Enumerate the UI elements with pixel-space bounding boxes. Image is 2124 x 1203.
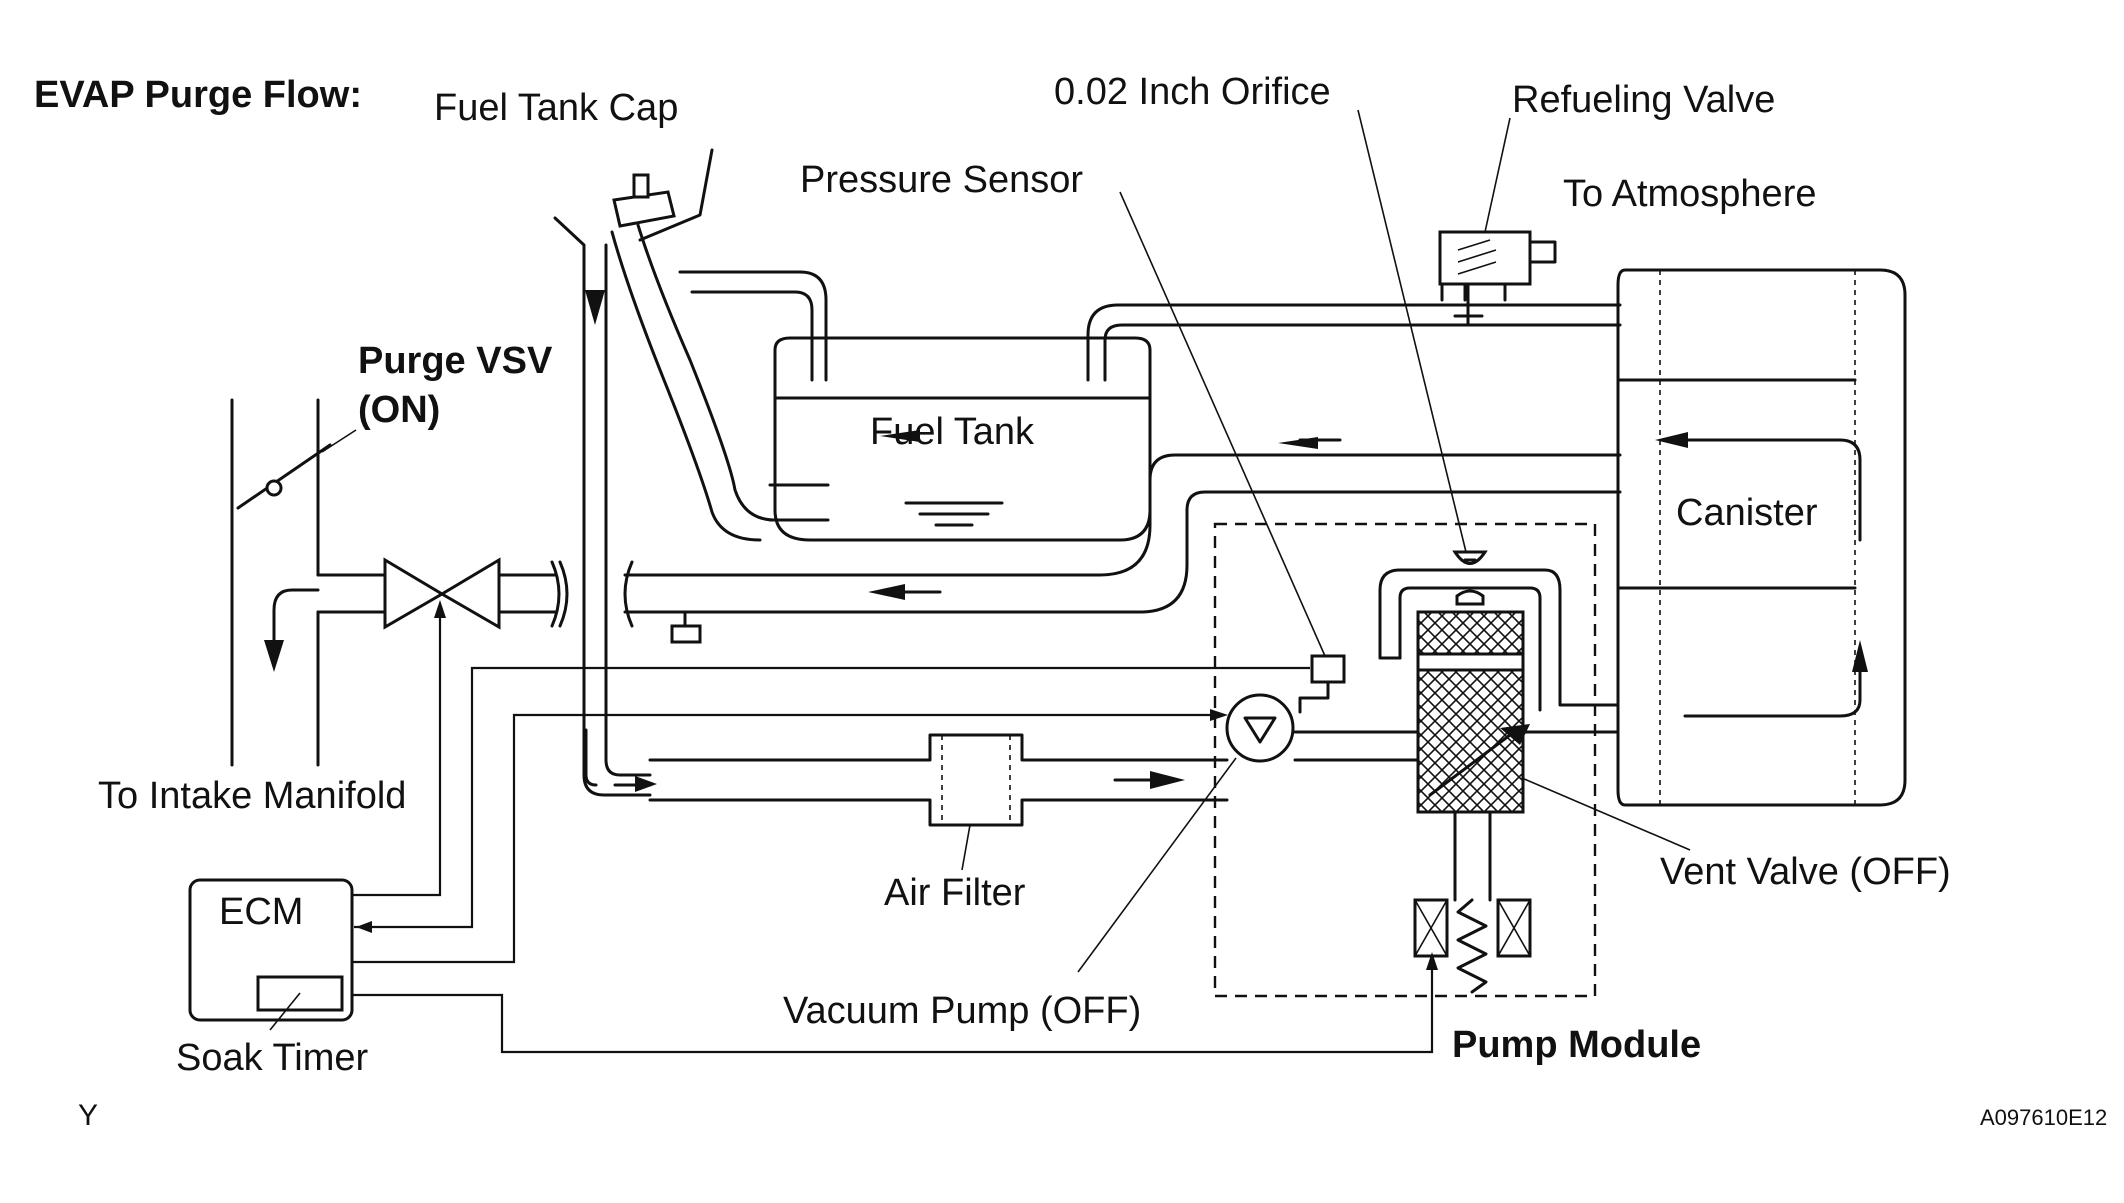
fuel-tank-label: Fuel Tank	[870, 411, 1035, 453]
purge-return-pipe	[553, 216, 657, 797]
fuel-tank	[768, 336, 1152, 542]
purge-line	[623, 430, 1622, 644]
footer-left-mark: Y	[78, 1099, 98, 1132]
ecm-label: ECM	[219, 891, 303, 933]
canister-vent-line	[1086, 303, 1622, 382]
fuel-tank-cap-label: Fuel Tank Cap	[434, 87, 678, 129]
air-filter	[648, 733, 1229, 871]
orifice-label: 0.02 Inch Orifice	[1054, 71, 1331, 113]
pump-module-label: Pump Module	[1452, 1024, 1701, 1066]
purge-vsv	[316, 557, 569, 630]
ecm-wiring	[352, 600, 1438, 1054]
purge-vsv-state-label: (ON)	[358, 389, 440, 431]
vacuum-pump-label: Vacuum Pump (OFF)	[783, 990, 1141, 1032]
pressure-sensor-label: Pressure Sensor	[800, 159, 1083, 201]
to-atmosphere-label: To Atmosphere	[1563, 173, 1816, 215]
vent-valve-label: Vent Valve (OFF)	[1660, 851, 1951, 893]
refueling-valve	[1438, 230, 1557, 327]
purge-vsv-label: Purge VSV	[358, 340, 553, 382]
to-intake-manifold-label: To Intake Manifold	[98, 775, 406, 817]
vacuum-pump	[1077, 693, 1295, 973]
soak-timer-label: Soak Timer	[176, 1037, 369, 1079]
canister	[1616, 268, 1907, 807]
canister-label: Canister	[1676, 492, 1818, 534]
refueling-valve-label: Refueling Valve	[1512, 79, 1775, 121]
intake-manifold	[230, 398, 332, 767]
air-filter-label: Air Filter	[884, 872, 1026, 914]
filler-neck	[610, 148, 828, 542]
pump-module	[1213, 522, 1620, 998]
ecm	[188, 878, 354, 1031]
figure-code: A097610E12	[1980, 1105, 2107, 1130]
pressure-sensor	[1298, 654, 1346, 714]
diagram-title: EVAP Purge Flow:	[34, 74, 362, 116]
